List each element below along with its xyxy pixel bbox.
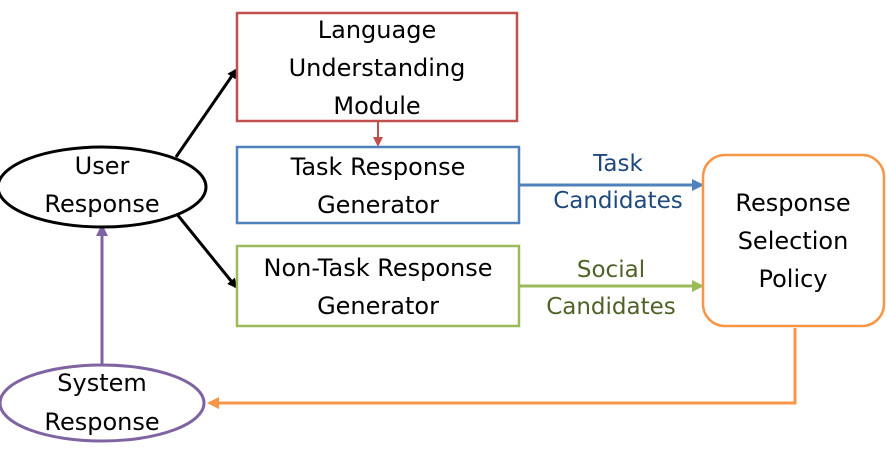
system-response-shape — [0, 363, 206, 443]
response-selection-policy-label-line-3: Policy — [758, 265, 827, 293]
user-response-node: User Response — [0, 145, 208, 229]
language-understanding-label-line-3: Module — [333, 92, 420, 120]
system-response-label-line-1: System — [57, 369, 147, 397]
task-candidates-label-line-2: Candidates — [553, 188, 683, 214]
task-response-generator-label-line-2: Generator — [317, 191, 439, 219]
social-candidates-label-line-1: Social — [577, 257, 645, 283]
language-understanding-label-line-1: Language — [318, 16, 436, 44]
response-selection-policy-label-line-2: Selection — [738, 227, 849, 255]
social-candidates-label-line-2: Candidates — [546, 294, 676, 320]
edge-user-to-non-task — [174, 212, 238, 289]
response-selection-policy-label-line-1: Response — [735, 189, 850, 217]
non-task-response-generator-node: Non-Task Response Generator — [235, 244, 521, 328]
task-response-generator-node: Task Response Generator — [235, 145, 521, 225]
system-response-node: System Response — [0, 363, 206, 443]
system-response-label-line-2: Response — [44, 408, 159, 436]
user-response-label-line-2: Response — [44, 190, 159, 218]
non-task-response-generator-shape — [235, 244, 521, 328]
task-response-generator-shape — [235, 145, 521, 225]
user-response-shape — [0, 145, 208, 229]
language-understanding-shape — [235, 11, 519, 123]
language-understanding-node: Language Understanding Module — [235, 11, 519, 123]
user-response-label-line-1: User — [75, 152, 130, 180]
task-candidates-label-line-1: Task — [592, 151, 643, 177]
response-selection-policy-node: Response Selection Policy — [701, 153, 886, 328]
non-task-response-generator-label-line-1: Non-Task Response — [264, 254, 493, 282]
response-selection-policy-shape — [701, 153, 886, 328]
non-task-response-generator-label-line-2: Generator — [317, 292, 439, 320]
edge-user-to-language — [174, 68, 238, 158]
task-response-generator-label-line-1: Task Response — [290, 153, 466, 181]
language-understanding-label-line-2: Understanding — [289, 54, 466, 82]
edge-policy-to-system — [207, 328, 797, 409]
